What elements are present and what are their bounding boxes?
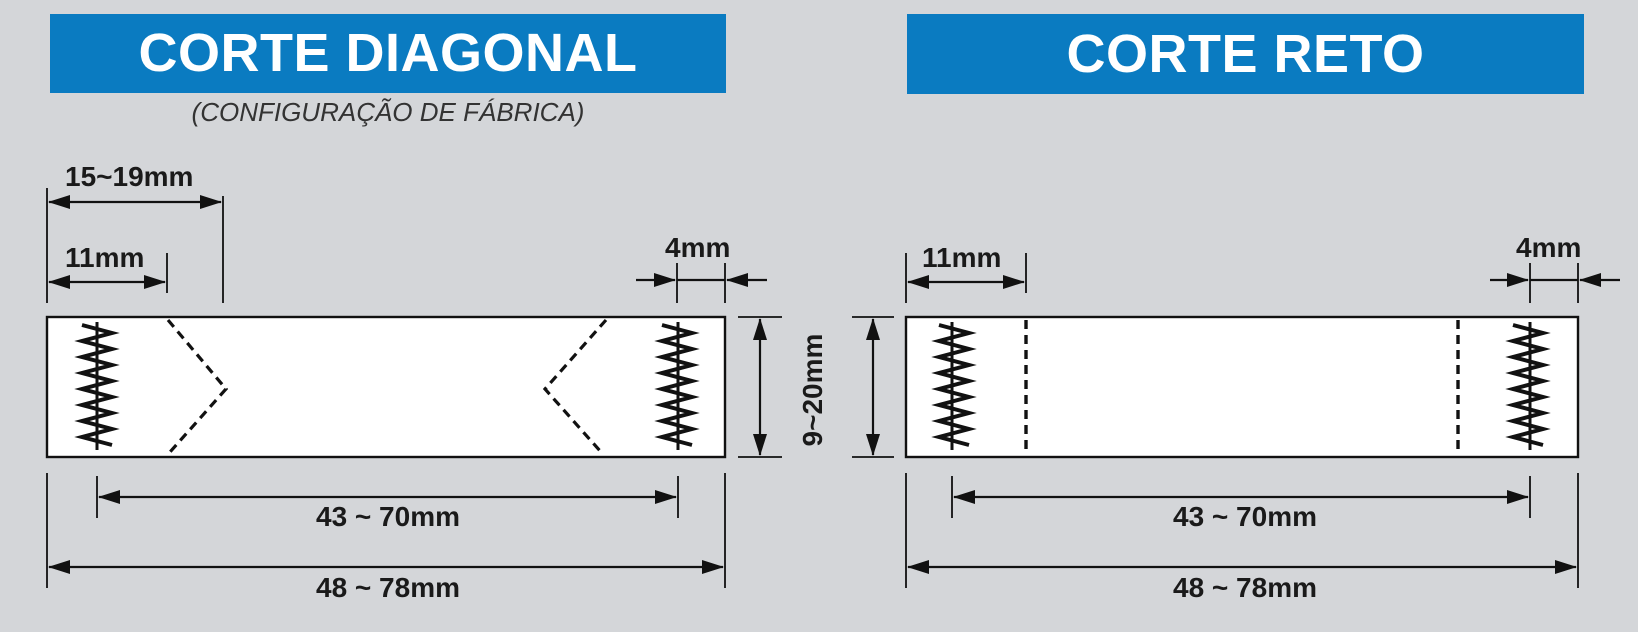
title-straight-cut: CORTE RETO — [1066, 24, 1425, 84]
zigzag-stitch-left — [931, 323, 977, 447]
label-edge-dim: 4mm — [665, 232, 730, 263]
diagonal-cut-line-right — [542, 318, 608, 454]
label-total-length: 48 ~ 78mm — [316, 572, 460, 603]
title-banner-diagonal-cut: CORTE DIAGONAL — [50, 14, 726, 93]
zigzag-stitch-right — [1505, 323, 1551, 447]
label-inner-cut-dim: 11mm — [65, 242, 144, 273]
label-strip-diagonal — [45, 315, 727, 459]
title-banner-straight-cut: CORTE RETO — [907, 14, 1584, 94]
label-strip-straight — [904, 315, 1580, 459]
straight-cut-drawing — [852, 253, 1620, 588]
label-height-dim: 9~20mm — [797, 334, 828, 447]
diagonal-cut-drawing — [45, 188, 782, 588]
label-inner-length: 43 ~ 70mm — [1173, 501, 1317, 532]
diagonal-cut-line-left — [166, 318, 229, 454]
label-inner-cut-dim: 11mm — [922, 242, 1001, 273]
label-edge-dim: 4mm — [1516, 232, 1581, 263]
title-diagonal-cut: CORTE DIAGONAL — [138, 23, 638, 83]
label-outer-cut-dim: 15~19mm — [65, 161, 193, 192]
label-inner-length: 43 ~ 70mm — [316, 501, 460, 532]
label-total-length: 48 ~ 78mm — [1173, 572, 1317, 603]
subtitle-factory-config: (CONFIGURAÇÃO DE FÁBRICA) — [191, 97, 585, 127]
